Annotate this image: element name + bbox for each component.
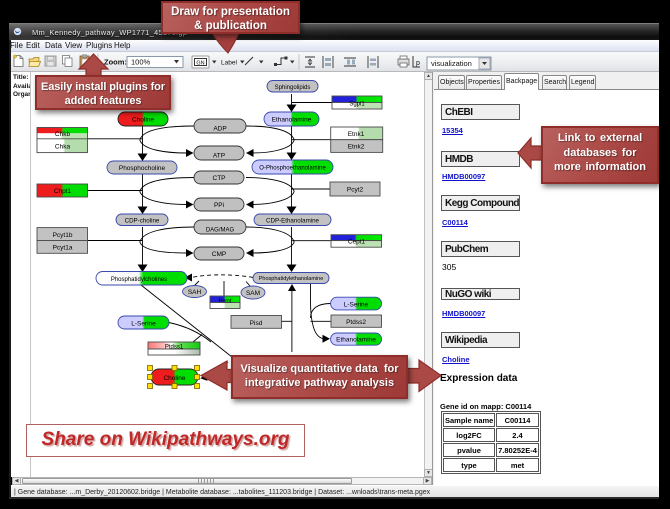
svg-text:Phosphocholine: Phosphocholine xyxy=(119,165,166,172)
svg-text:p: p xyxy=(416,60,420,67)
svg-text:Cept1: Cept1 xyxy=(348,239,366,246)
svg-text:Label: Label xyxy=(221,60,237,67)
svg-text:Etnk2: Etnk2 xyxy=(348,144,365,151)
svg-text:Chka: Chka xyxy=(55,144,71,151)
svg-text:Etnk1: Etnk1 xyxy=(348,131,365,138)
svg-text:Phosphatidylethanolamine: Phosphatidylethanolamine xyxy=(259,276,324,282)
svg-text:Chpt1: Chpt1 xyxy=(54,188,72,195)
svg-text:L-Serine: L-Serine xyxy=(344,302,369,309)
svg-text:SAH: SAH xyxy=(188,289,202,296)
svg-text:ADP: ADP xyxy=(213,126,226,133)
svg-text:Chkb: Chkb xyxy=(55,131,71,138)
svg-text:DAG/MAG: DAG/MAG xyxy=(206,228,235,234)
svg-text:L-Serine: L-Serine xyxy=(131,321,156,328)
svg-text:Zoom:: Zoom: xyxy=(104,58,127,67)
svg-text:visualization: visualization xyxy=(431,59,472,68)
svg-text:Ptdss1: Ptdss1 xyxy=(165,345,184,351)
svg-text:ATP: ATP xyxy=(213,153,225,160)
svg-text:Pcyt1b: Pcyt1b xyxy=(53,232,73,239)
svg-text:Ethanolamine: Ethanolamine xyxy=(272,117,312,124)
svg-text:PPi: PPi xyxy=(214,202,224,209)
svg-text:Sgpl1: Sgpl1 xyxy=(349,102,365,108)
svg-text:CTP: CTP xyxy=(213,175,226,182)
svg-text:Sphingolipids: Sphingolipids xyxy=(275,85,311,91)
svg-text:Choline: Choline xyxy=(163,375,185,382)
svg-text:Pcyt2: Pcyt2 xyxy=(347,187,364,194)
svg-text:Pisd: Pisd xyxy=(250,320,263,327)
svg-text:Ptdss2: Ptdss2 xyxy=(346,319,366,326)
svg-text:SAM: SAM xyxy=(246,290,260,297)
svg-text:Phosphatidylcholines: Phosphatidylcholines xyxy=(111,277,167,283)
svg-text:Pcyt1a: Pcyt1a xyxy=(53,245,73,252)
svg-text:100%: 100% xyxy=(131,58,151,67)
svg-text:Choline: Choline xyxy=(132,117,154,124)
svg-text:CMP: CMP xyxy=(212,251,226,258)
svg-text:Pemt: Pemt xyxy=(219,299,232,305)
svg-text:Ethanolamine: Ethanolamine xyxy=(336,337,376,344)
svg-text:CDP-choline: CDP-choline xyxy=(125,218,160,225)
svg-text:O-Phosphoethanolamine: O-Phosphoethanolamine xyxy=(259,166,326,172)
svg-text:CDP-Ethanolamine: CDP-Ethanolamine xyxy=(266,218,320,225)
svg-text:GN: GN xyxy=(196,60,204,66)
